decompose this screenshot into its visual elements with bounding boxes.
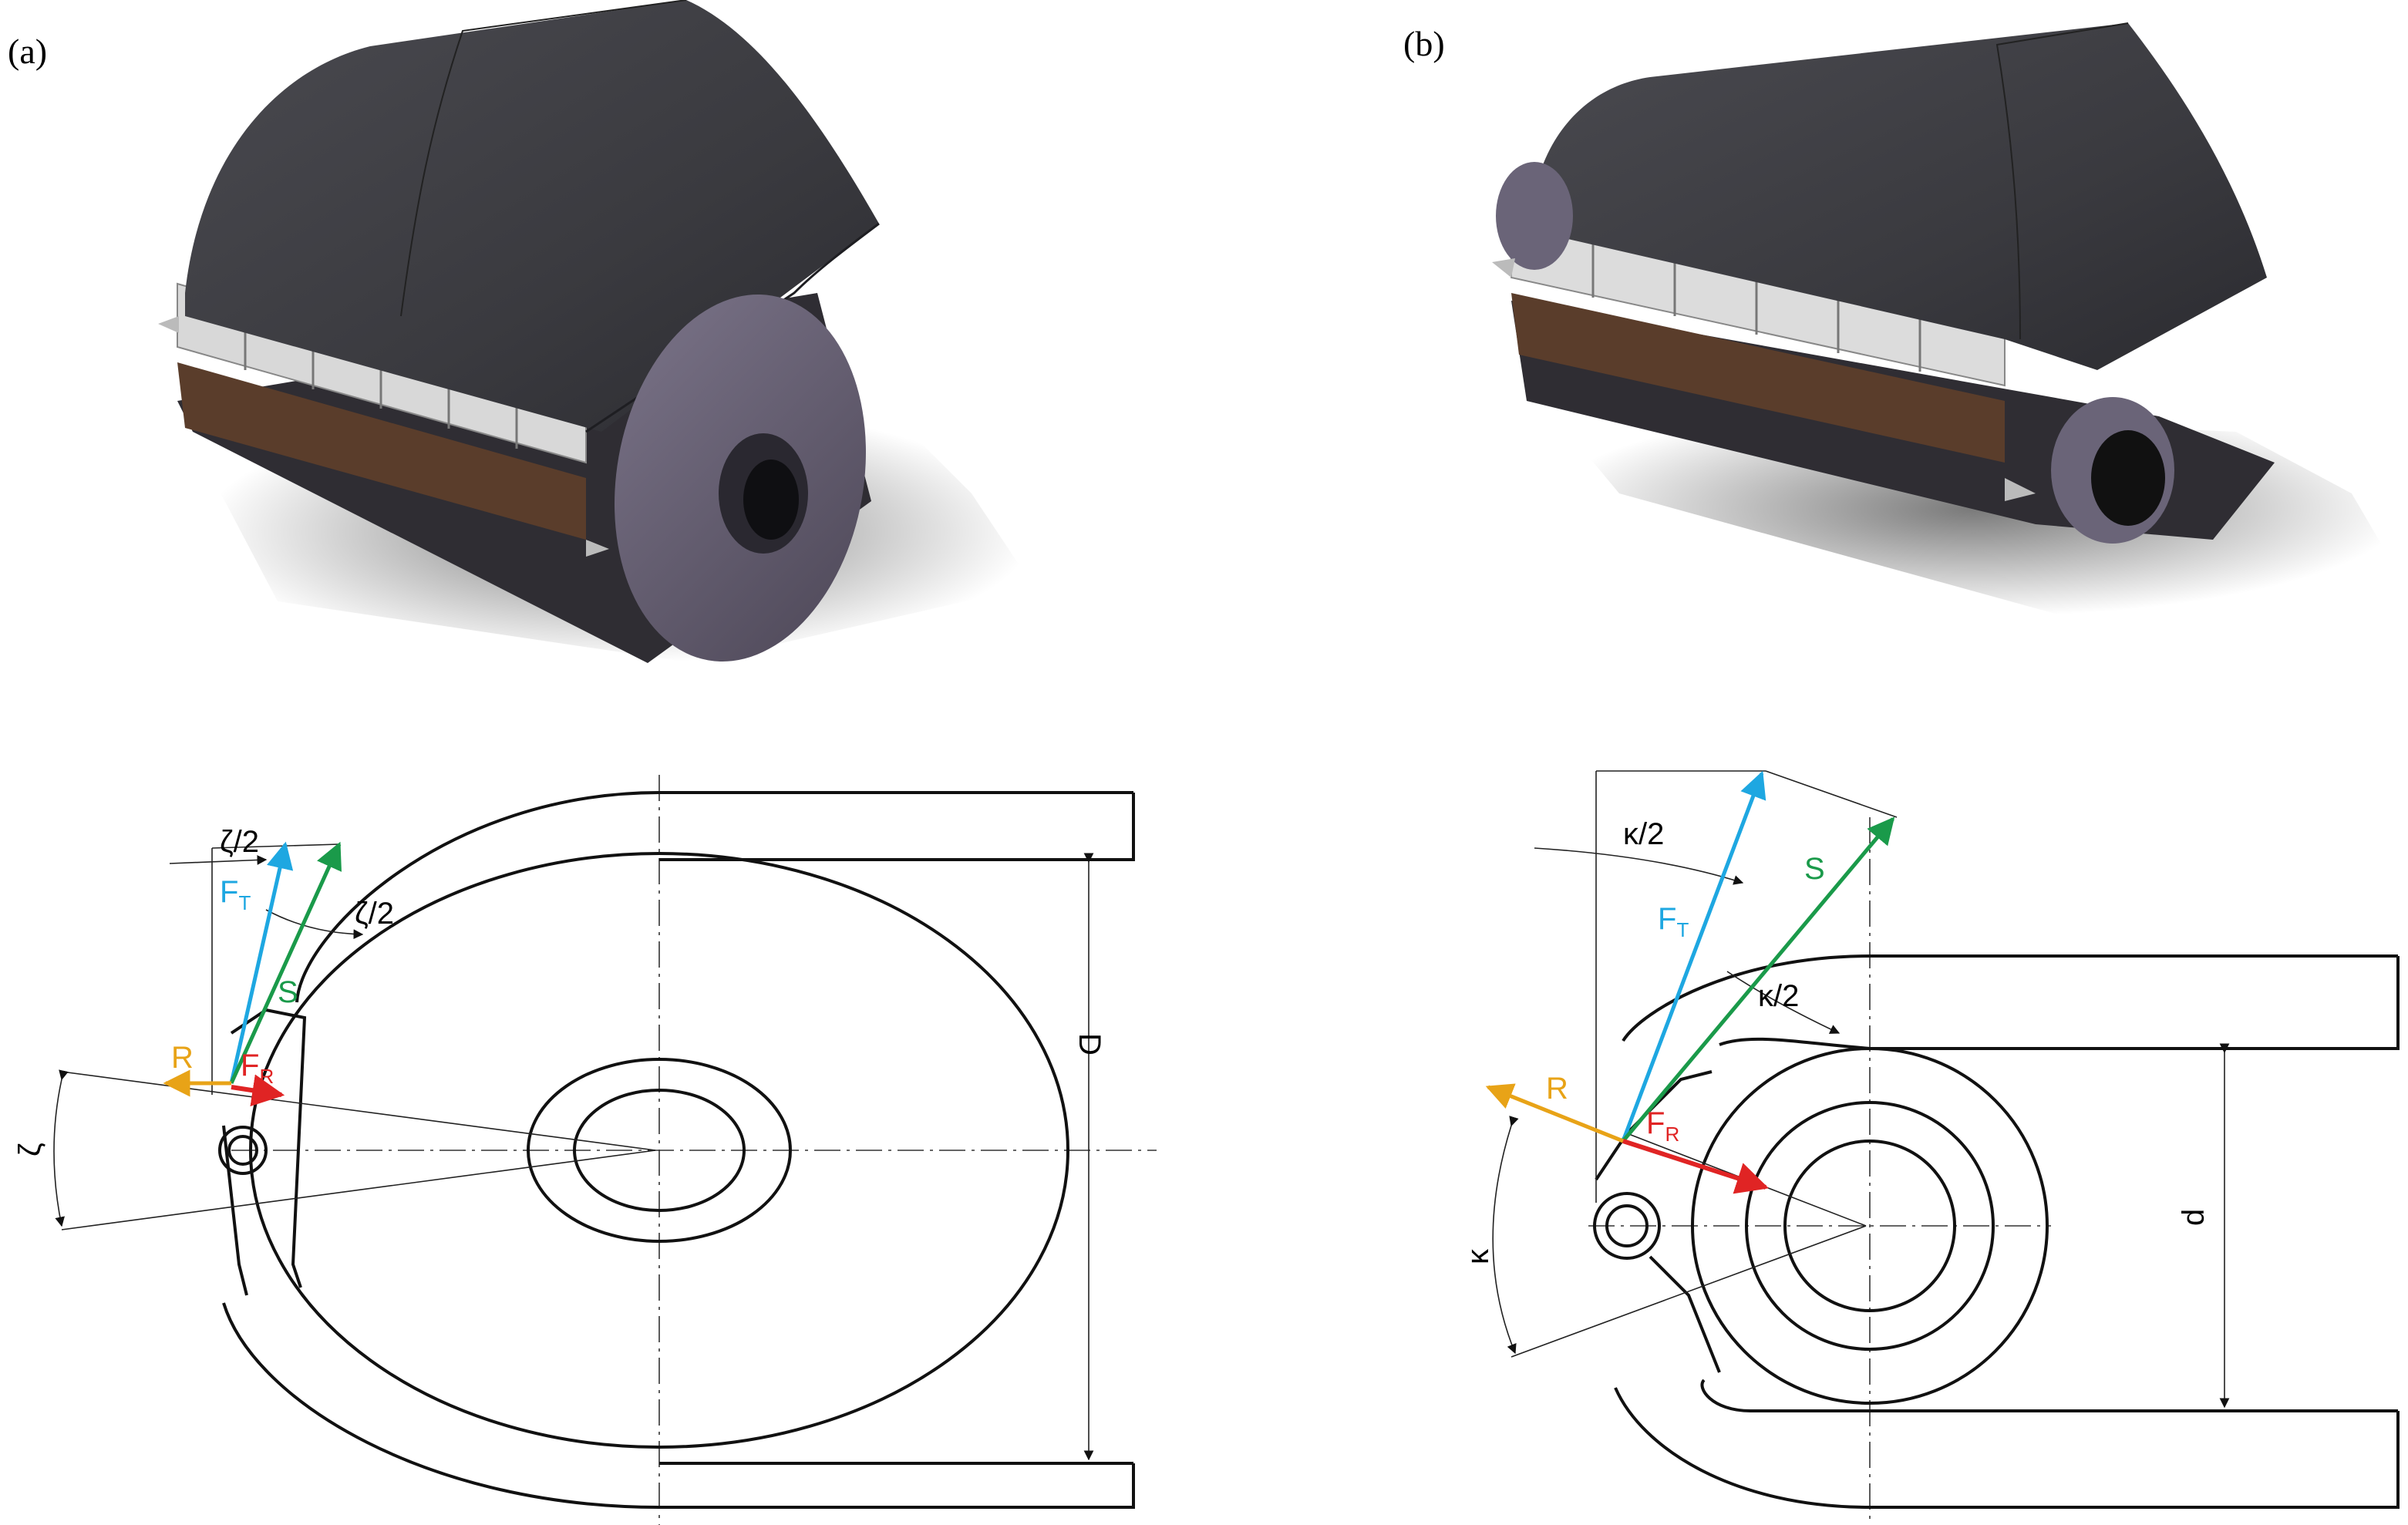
drawing-a-hinge-pin: [218, 1126, 268, 1175]
drawing-a-resultant-arrow: [229, 841, 342, 1085]
drawing-a-belt-lower: [222, 1302, 1135, 1509]
drawing-a-angle-label: ζ: [13, 1143, 47, 1156]
panel-b-label: (b): [1403, 24, 1445, 63]
drawing-b-hub-inner: [1783, 1140, 1956, 1312]
drawing-a-radial-arrow: [231, 1074, 285, 1107]
drawing-b-half-angle-top: κ/2: [1623, 817, 1664, 851]
drawing-a-radial-label: FR: [241, 1049, 274, 1088]
render-a-pulley-belt: [158, 0, 1033, 663]
drawing-b-belt-lower: [1614, 1387, 2400, 1509]
drawing-a-angle-arc: [53, 1069, 69, 1227]
drawing-b-reaction-arrow: [1485, 1083, 1624, 1143]
drawing-b-tension-label: FT: [1658, 902, 1689, 941]
drawing-a-resultant-label: S: [278, 975, 298, 1009]
panel-a-label: (a): [8, 32, 47, 71]
drawing-a-pulley: [249, 852, 1069, 1449]
drawing-b-pulley: [1691, 1047, 2049, 1405]
drawing-b-reaction-label: R: [1546, 1072, 1568, 1106]
drawing-a-dimension-label: D: [1073, 1033, 1106, 1055]
drawing-b-radial-arrow: [1622, 1139, 1769, 1194]
drawing-b-dimension-label: d: [2177, 1209, 2211, 1226]
drawing-b-tension-arrow: [1621, 770, 1766, 1142]
drawing-a-hub-inner: [573, 1089, 746, 1212]
drawing-a-fastener-plate: [230, 1008, 307, 1288]
drawing-a: D ζ ζ/2 ζ/2 FT S FR R: [13, 775, 1157, 1525]
drawing-b-hinge-pin: [1593, 1192, 1661, 1260]
drawing-a-tension-arrow: [229, 841, 294, 1084]
drawing-b-resultant-arrow: [1622, 816, 1895, 1143]
drawing-b-half-angle-mid: κ/2: [1758, 979, 1799, 1013]
drawing-b-angle-label: κ: [1461, 1248, 1495, 1264]
drawing-a-hub-outer: [527, 1058, 792, 1243]
drawing-b: d κ κ/2 κ/2 FT S FR R: [1461, 770, 2400, 1525]
drawing-a-half-angle-mid: ζ/2: [355, 897, 394, 931]
drawing-b-radial-label: FR: [1646, 1106, 1679, 1146]
render-b-pulley-belt: [1492, 22, 2406, 617]
drawing-a-half-angle-top: ζ/2: [220, 825, 259, 859]
drawing-b-angle-arc: [1492, 1116, 1519, 1355]
drawing-a-tension-label: FT: [220, 875, 251, 914]
drawing-b-resultant-label: S: [1804, 852, 1825, 886]
drawing-a-reaction-label: R: [171, 1041, 194, 1075]
drawing-a-belt-upper: [295, 791, 1133, 1003]
drawing-b-hub-outer: [1745, 1101, 1995, 1351]
drawing-b-belt-upper: [1622, 954, 2398, 1042]
drawing-b-fastener-plate: [1649, 1255, 1721, 1373]
